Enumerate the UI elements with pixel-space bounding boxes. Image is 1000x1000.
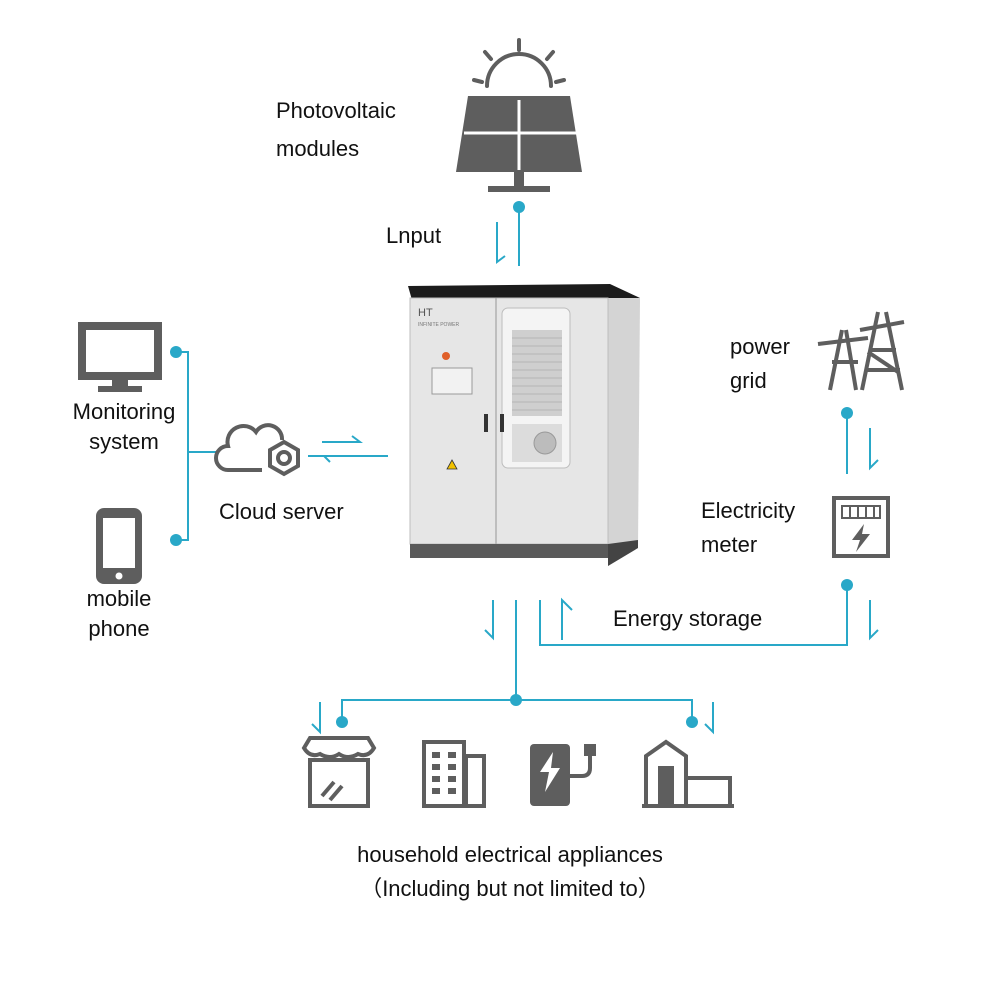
transmission-tower-icon bbox=[817, 311, 905, 391]
cloud-server-icon bbox=[214, 423, 300, 477]
cabinet-base bbox=[410, 544, 608, 558]
power-grid-label-line2: grid bbox=[730, 368, 767, 393]
mobile-label-line2: phone bbox=[88, 616, 150, 641]
energy-storage-line bbox=[539, 585, 848, 646]
monitor-icon bbox=[78, 322, 162, 392]
cabinet-roof bbox=[408, 284, 640, 300]
cabinet-emergency-button bbox=[442, 352, 450, 360]
meter-label-line1: Electricity bbox=[701, 498, 796, 523]
appliance-right-arrow bbox=[704, 702, 714, 735]
input-label: Lnput bbox=[386, 223, 442, 248]
energy-storage-label: Energy storage bbox=[613, 606, 763, 631]
cloud-to-cabinet-arrow bbox=[322, 435, 363, 443]
power-grid-label-line1: power bbox=[730, 334, 790, 359]
cabinet-brand-sub: INFINITE POWER bbox=[418, 322, 460, 328]
grid-node bbox=[841, 407, 853, 419]
cabinet-handle-right bbox=[500, 414, 504, 432]
electricity-meter-icon bbox=[832, 496, 890, 558]
grid-to-meter-arrow bbox=[869, 428, 879, 471]
sun-icon bbox=[472, 38, 566, 88]
mobile-node bbox=[170, 534, 182, 546]
meter-down-arrow bbox=[869, 600, 879, 641]
cabinet-side bbox=[608, 298, 640, 566]
cabinet-to-cloud-arrow bbox=[321, 455, 331, 463]
cloud-server-label: Cloud server bbox=[219, 499, 344, 524]
appliances-label-line1: household electrical appliances bbox=[357, 842, 663, 867]
cabinet-handle-left bbox=[484, 414, 488, 432]
appliances-label: household electrical appliances （Includi… bbox=[260, 838, 760, 906]
appliance-left-node bbox=[336, 716, 348, 728]
storage-up-arrow bbox=[561, 597, 573, 640]
power-grid-label: power grid bbox=[730, 330, 790, 398]
cabinet-output-arrow bbox=[484, 600, 494, 641]
pv-node bbox=[513, 201, 525, 213]
shop-icon bbox=[301, 736, 377, 808]
mobile-phone-icon bbox=[96, 508, 142, 584]
meter-node bbox=[841, 579, 853, 591]
monitoring-node bbox=[170, 346, 182, 358]
appliance-left-arrow bbox=[311, 702, 321, 735]
cabinet-warning-label bbox=[446, 459, 458, 470]
building-icon bbox=[422, 740, 486, 808]
electricity-meter-label: Electricity meter bbox=[701, 494, 795, 562]
appliances-label-line2: （Including but not limited to） bbox=[360, 876, 660, 901]
ev-charger-icon bbox=[530, 744, 596, 806]
house-icon bbox=[642, 739, 734, 808]
pv-input-arrow bbox=[496, 222, 506, 264]
photovoltaic-label-line1: Photovoltaic bbox=[276, 98, 396, 123]
cabinet-control-box bbox=[431, 367, 473, 395]
mobile-label-line1: mobile bbox=[86, 586, 152, 611]
meter-label-line2: meter bbox=[701, 532, 758, 557]
monitoring-system-label: Monitoring system bbox=[58, 397, 190, 457]
mobile-phone-label: mobile phone bbox=[64, 584, 174, 644]
monitoring-label-line2: system bbox=[89, 429, 159, 454]
appliance-right-node bbox=[686, 716, 698, 728]
cabinet-brand: HT bbox=[418, 307, 433, 319]
load-junction-node bbox=[510, 694, 522, 706]
cabinet-vent-grille bbox=[512, 330, 562, 416]
photovoltaic-label: Photovoltaic modules bbox=[276, 92, 396, 168]
photovoltaic-label-line2: modules bbox=[276, 136, 360, 161]
monitoring-label-line1: Monitoring bbox=[72, 399, 176, 424]
solar-panel-icon bbox=[456, 96, 582, 192]
